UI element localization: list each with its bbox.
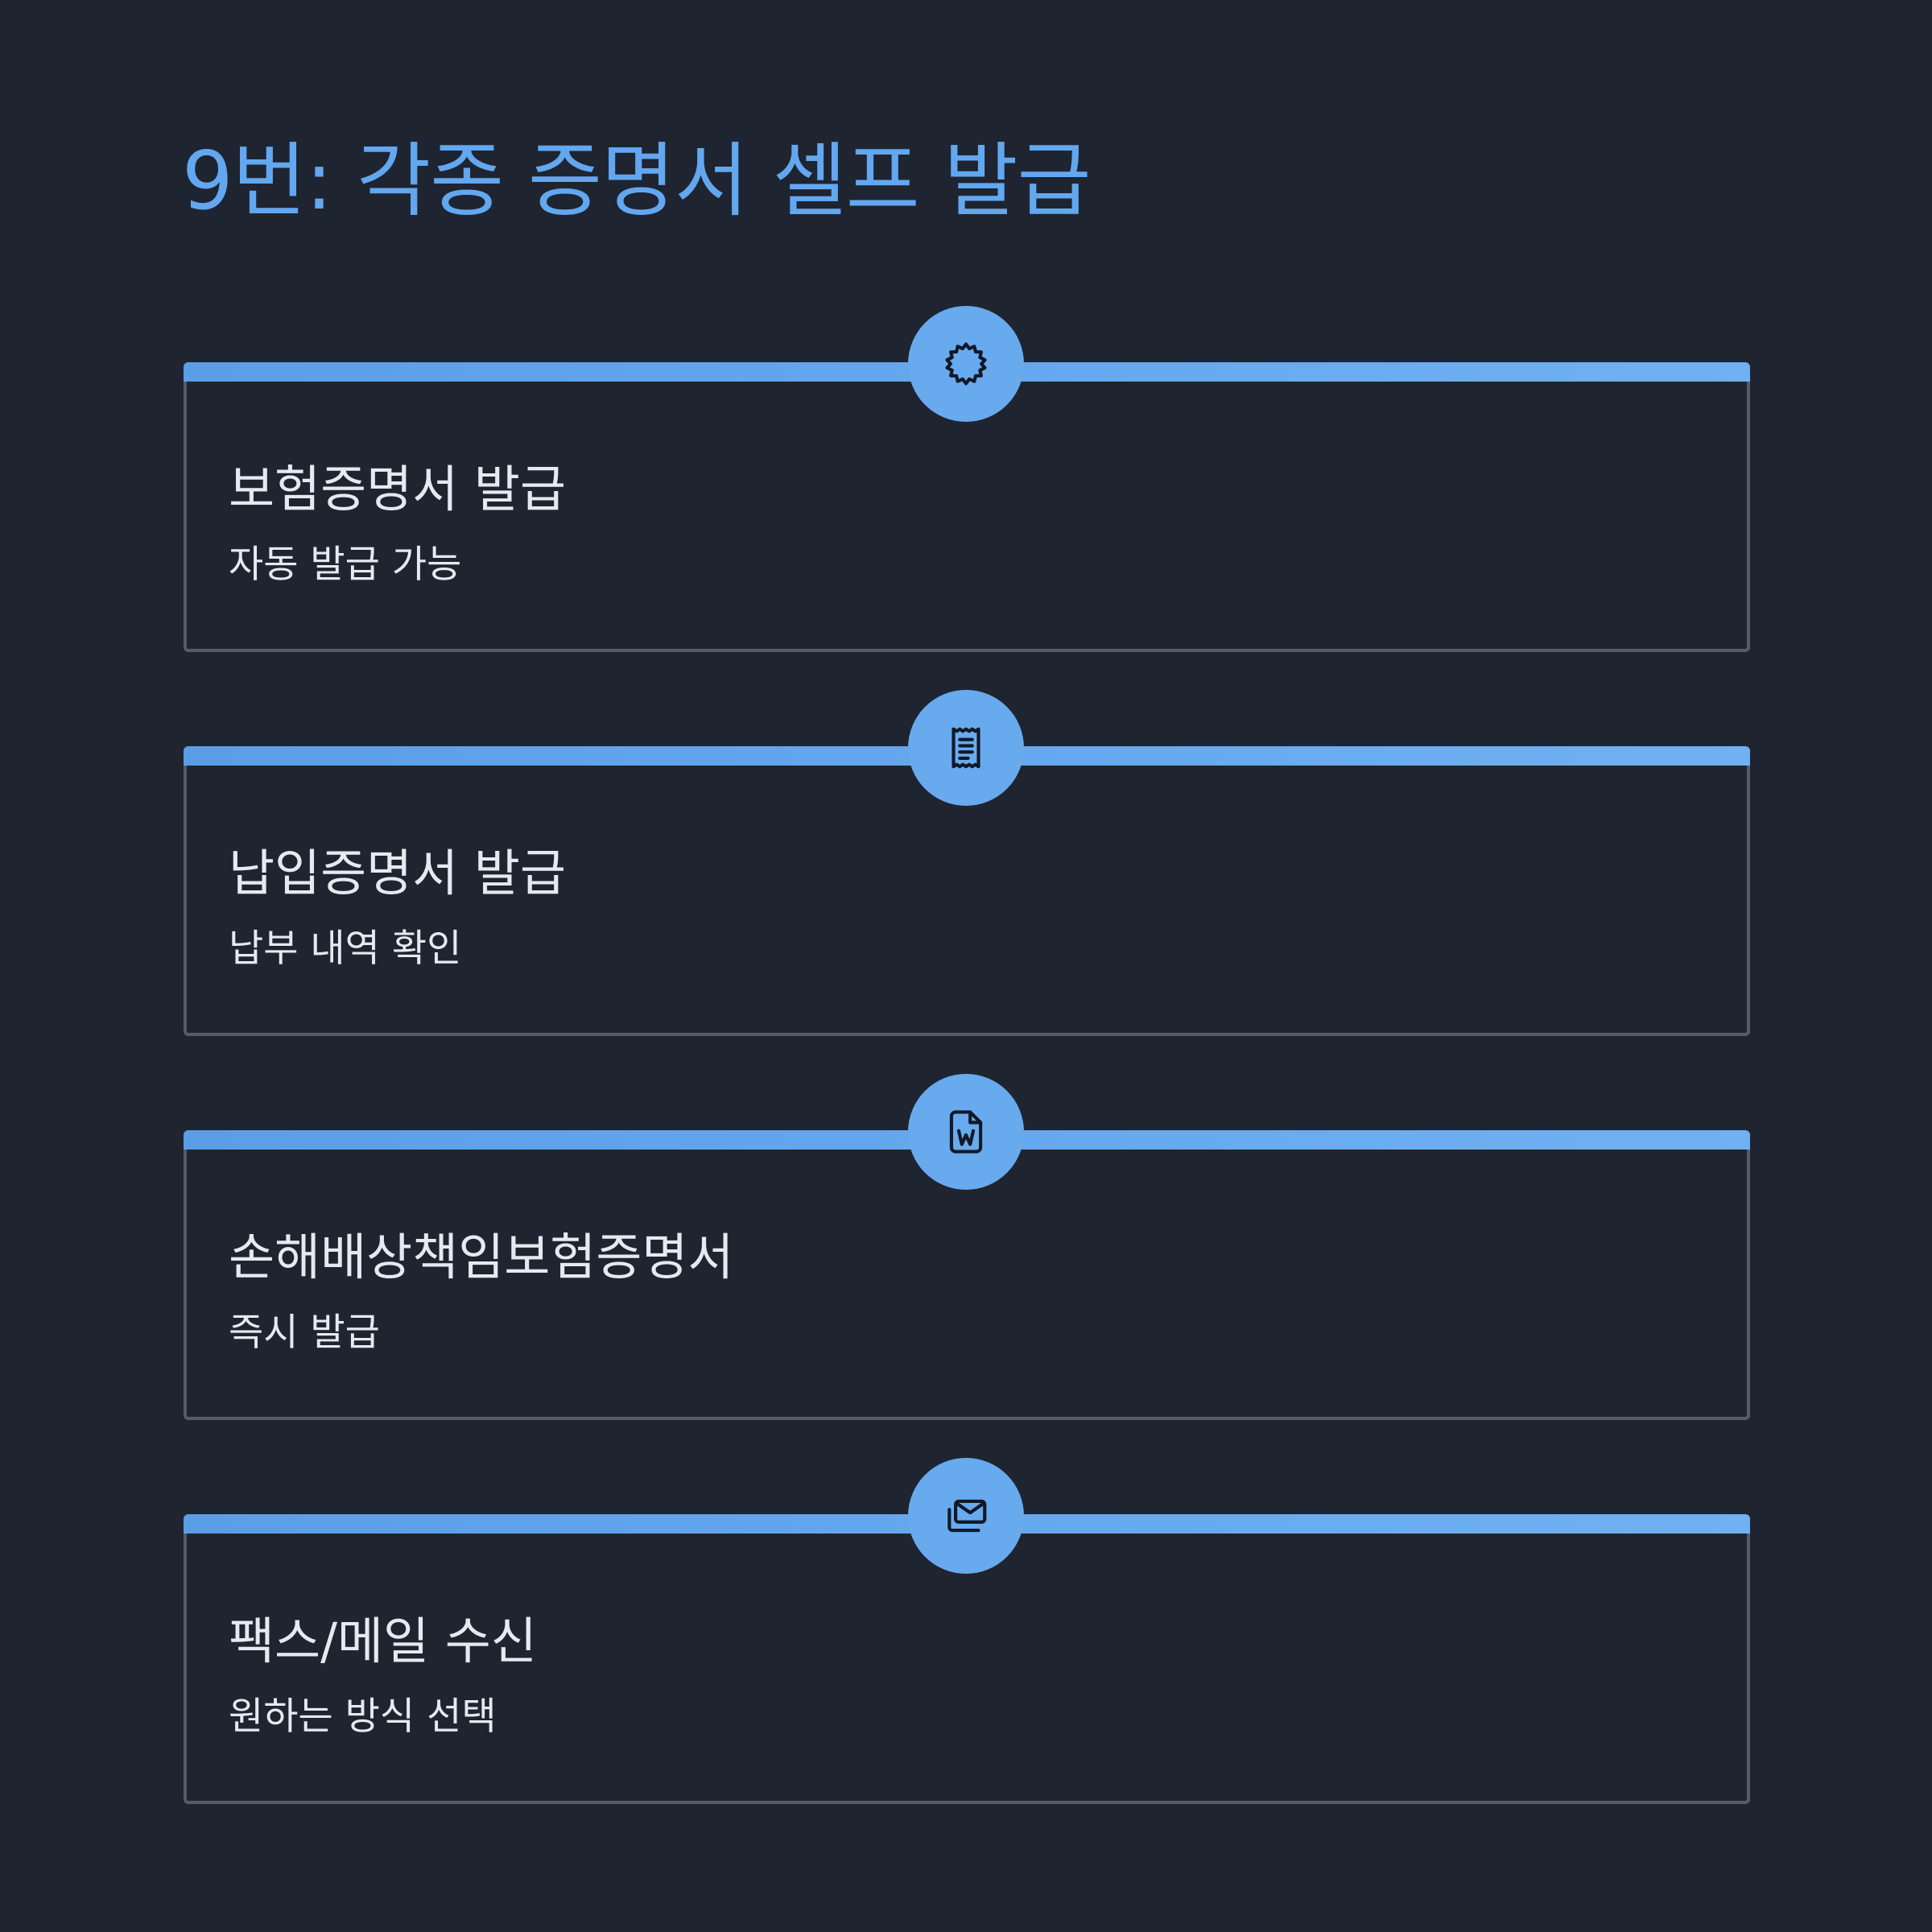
card-title: 보험증명서 발급 — [229, 460, 566, 518]
card-insurance-certificate[interactable]: 보험증명서 발급 자동 발급 가능 — [184, 306, 1750, 652]
card-liability-insurance-certificate[interactable]: 손해배상책임보험증명서 즉시 발급 — [184, 1074, 1750, 1420]
card-subtitle: 원하는 방식 선택 — [229, 1695, 497, 1739]
card-title: 팩스/메일 수신 — [229, 1612, 537, 1670]
card-subtitle: 자동 발급 가능 — [229, 543, 462, 587]
page-title: 9번: 각종 증명서 셀프 발급 — [182, 134, 1091, 228]
word-document-icon — [908, 1074, 1024, 1190]
card-title: 손해배상책임보험증명서 — [229, 1228, 734, 1286]
receipt-icon — [908, 690, 1024, 806]
card-payment-certificate[interactable]: 납입증명서 발급 납부 내역 확인 — [184, 690, 1750, 1036]
certificate-badge-icon — [908, 306, 1024, 422]
card-title: 납입증명서 발급 — [229, 844, 566, 902]
card-fax-mail-delivery[interactable]: 팩스/메일 수신 원하는 방식 선택 — [184, 1458, 1750, 1804]
card-subtitle: 납부 내역 확인 — [229, 927, 462, 971]
mail-stack-icon — [908, 1458, 1024, 1574]
card-subtitle: 즉시 발급 — [229, 1311, 380, 1355]
